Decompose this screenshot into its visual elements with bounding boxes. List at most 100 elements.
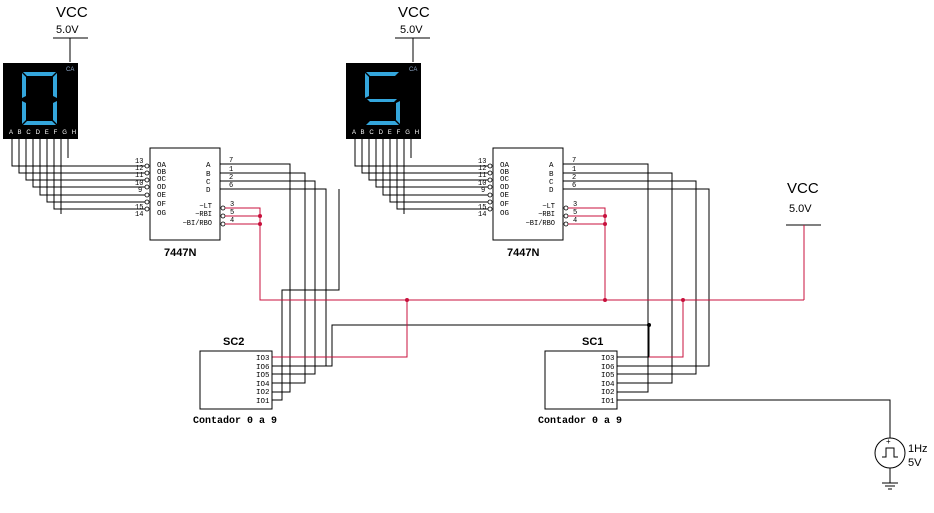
- decoder-output-bubbles: [487, 163, 493, 212]
- seven-segment-display-2[interactable]: CA A B C D E F G H: [346, 63, 421, 139]
- vcc-symbol-1[interactable]: VCC 5.0V: [53, 4, 88, 62]
- display-pin-labels: A B C D E F G H: [352, 130, 421, 136]
- svg-text:A: A: [549, 162, 554, 170]
- vcc-label: VCC: [56, 4, 88, 21]
- svg-text:OG: OG: [157, 210, 167, 218]
- svg-text:6: 6: [572, 182, 576, 190]
- svg-text:15: 15: [478, 204, 486, 212]
- svg-text:~BI/RBO: ~BI/RBO: [183, 220, 212, 228]
- display2-segment-wires: [354, 139, 489, 214]
- svg-text:IO2: IO2: [601, 389, 615, 397]
- svg-text:1: 1: [229, 166, 233, 174]
- decoder-part-label: 7447N: [164, 247, 196, 259]
- segment-e: [22, 101, 26, 124]
- svg-text:IO2: IO2: [256, 389, 270, 397]
- vcc-value: 5.0V: [400, 24, 423, 36]
- counter-chain-wires: [272, 189, 891, 438]
- counter-body: [544, 350, 618, 410]
- svg-text:13: 13: [478, 158, 486, 166]
- decoder-input-labels: A B C D: [549, 162, 554, 195]
- counter-port-labels: IO3 IO6 IO5 IO4 IO2 IO1: [256, 355, 270, 406]
- display-ca-label: CA: [66, 67, 74, 73]
- svg-text:OF: OF: [500, 201, 509, 209]
- decoder-output-pin-numbers: 13 12 11 10 9 15 14: [135, 158, 143, 219]
- svg-text:IO5: IO5: [601, 372, 615, 380]
- svg-text:OG: OG: [500, 210, 510, 218]
- square-wave-icon: [882, 447, 898, 458]
- svg-text:OA: OA: [500, 162, 510, 170]
- counter-caption: Contador 0 a 9: [193, 415, 277, 427]
- svg-text:5: 5: [573, 209, 577, 217]
- svg-text:OD: OD: [157, 184, 167, 192]
- counter-sc2[interactable]: SC2 IO3 IO6 IO5 IO4 IO2 IO1 Contador 0 a…: [193, 336, 277, 427]
- clock-source[interactable]: + 1Hz 5V: [874, 437, 928, 490]
- seven-segment-display-1[interactable]: CA A B C D E F G H: [3, 63, 78, 139]
- segment-g: [367, 99, 397, 102]
- svg-text:~RBI: ~RBI: [195, 211, 212, 219]
- decoder-body: [492, 147, 564, 241]
- svg-text:B: B: [549, 171, 554, 179]
- svg-text:IO3: IO3: [256, 355, 270, 363]
- svg-text:IO5: IO5: [256, 372, 270, 380]
- svg-text:13: 13: [135, 158, 143, 166]
- svg-text:C: C: [206, 179, 211, 187]
- counter-ref: SC2: [223, 336, 244, 348]
- vcc-symbol-2[interactable]: VCC 5.0V: [395, 4, 430, 62]
- svg-text:B: B: [206, 171, 211, 179]
- svg-text:OC: OC: [500, 176, 510, 184]
- decoder-output-labels: OA OB OC OD OE OF OG: [500, 162, 510, 218]
- svg-text:IO4: IO4: [256, 381, 270, 389]
- svg-text:~BI/RBO: ~BI/RBO: [526, 220, 555, 228]
- svg-text:6: 6: [229, 182, 233, 190]
- svg-text:OC: OC: [157, 176, 167, 184]
- vcc-label: VCC: [787, 180, 819, 197]
- decoder-control-labels: ~LT ~RBI ~BI/RBO: [526, 203, 555, 228]
- digit-five: [365, 72, 400, 125]
- svg-text:~LT: ~LT: [542, 203, 555, 211]
- segment-a: [366, 72, 399, 76]
- decoder-control-bubbles: [563, 205, 569, 227]
- svg-text:10: 10: [135, 180, 143, 188]
- power-wires: [225, 207, 804, 358]
- decoder-7447n-2[interactable]: OA OB OC OD OE OF OG 13 12 11 10 9 15 14…: [478, 147, 577, 259]
- svg-text:4: 4: [230, 217, 234, 225]
- svg-text:~RBI: ~RBI: [538, 211, 555, 219]
- decoder-7447n-1[interactable]: OA OB OC OD OE OF OG 13 12 11 10 9 15 14…: [135, 147, 234, 259]
- svg-text:A: A: [206, 162, 211, 170]
- counter-body: [199, 350, 273, 410]
- decoder-input-labels: A B C D: [206, 162, 211, 195]
- svg-text:9: 9: [481, 187, 485, 195]
- decoder-body: [149, 147, 221, 241]
- decoder-part-label: 7447N: [507, 247, 539, 259]
- segment-d: [23, 121, 56, 125]
- decoder-output-labels: OA OB OC OD OE OF OG: [157, 162, 167, 218]
- svg-text:D: D: [206, 187, 211, 195]
- svg-text:OF: OF: [157, 201, 166, 209]
- svg-text:IO6: IO6: [256, 364, 270, 372]
- svg-text:9: 9: [138, 187, 142, 195]
- svg-text:~LT: ~LT: [199, 203, 212, 211]
- clock-frequency: 1Hz: [908, 443, 928, 455]
- svg-text:D: D: [549, 187, 554, 195]
- svg-text:3: 3: [230, 201, 234, 209]
- segment-f: [365, 73, 369, 98]
- decoder-input-pin-numbers: 7 1 2 6: [229, 157, 233, 190]
- svg-text:11: 11: [478, 172, 486, 180]
- svg-text:12: 12: [135, 165, 143, 173]
- vcc-symbol-3[interactable]: VCC 5.0V: [786, 180, 821, 300]
- svg-text:7: 7: [572, 157, 576, 165]
- decoder-control-pin-numbers: 3 5 4: [230, 201, 234, 225]
- vcc-value: 5.0V: [789, 203, 812, 215]
- counter-sc1[interactable]: SC1 IO3 IO6 IO5 IO4 IO2 IO1 Contador 0 a…: [538, 336, 622, 427]
- vcc-value: 5.0V: [56, 24, 79, 36]
- display1-segment-wires: [11, 139, 146, 214]
- decoder-input-pin-numbers: 7 1 2 6: [572, 157, 576, 190]
- svg-text:IO4: IO4: [601, 381, 615, 389]
- segment-d: [366, 121, 399, 125]
- clock-amplitude: 5V: [908, 457, 922, 469]
- decoder-output-pin-numbers: 13 12 11 10 9 15 14: [478, 158, 486, 219]
- decoder-control-bubbles: [220, 205, 226, 227]
- clock-plus-sign: +: [886, 437, 891, 446]
- svg-text:7: 7: [229, 157, 233, 165]
- svg-text:OD: OD: [500, 184, 510, 192]
